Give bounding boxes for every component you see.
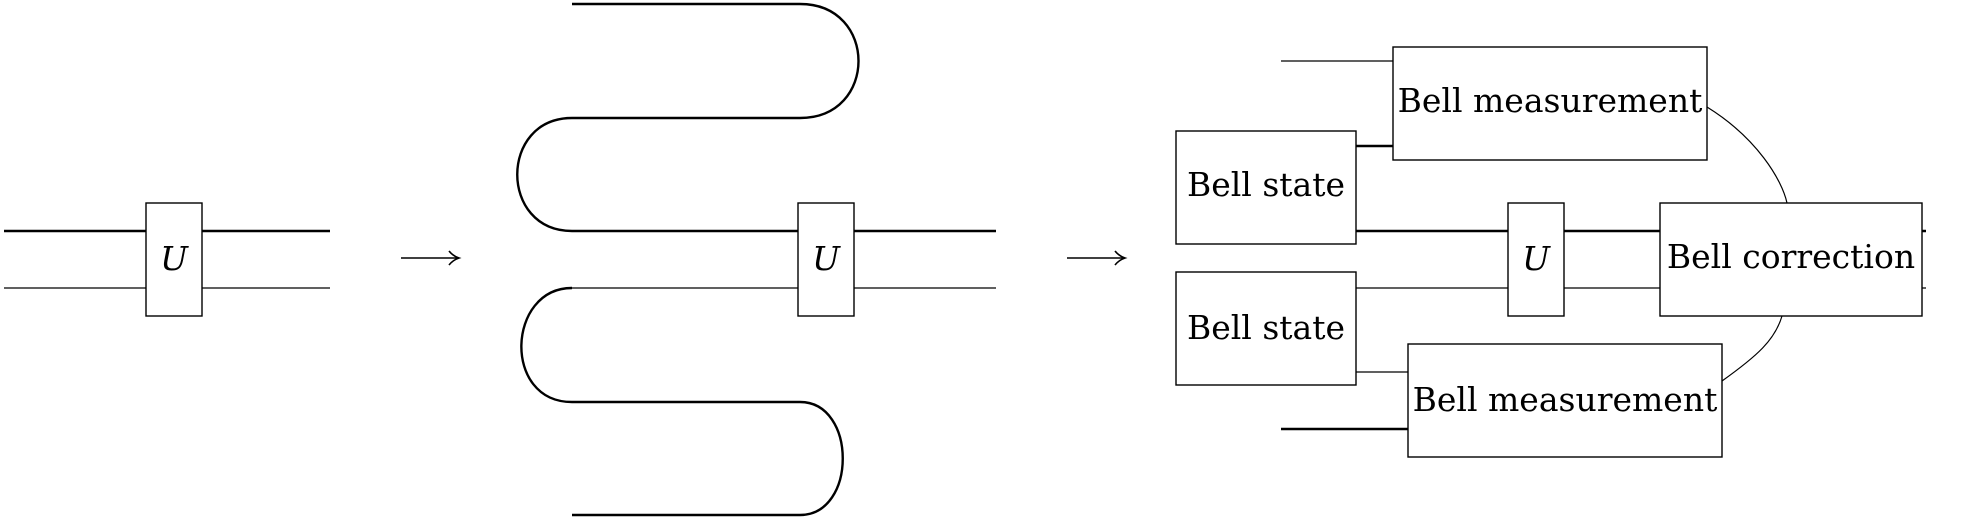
- panel-original-gate: U: [4, 202, 330, 317]
- bell-correction-box: [1659, 202, 1923, 317]
- bell-state-bottom-label: Bell state: [1187, 308, 1345, 347]
- bell-state-bottom-box: [1175, 271, 1357, 386]
- bell-state-top-label: Bell state: [1187, 165, 1345, 204]
- bell-measurement-top-box: [1392, 46, 1708, 161]
- bell-state-top-box: [1175, 130, 1357, 245]
- arrow-2: [1067, 250, 1128, 266]
- unitary-gate-label: U: [812, 239, 841, 278]
- bell-correction-label: Bell correction: [1667, 237, 1915, 276]
- unitary-gate-label: U: [160, 239, 189, 278]
- unitary-gate-box: [1507, 202, 1565, 317]
- panel-folded-wires: U: [516, 2, 996, 517]
- classical-link-top: [1706, 106, 1788, 204]
- bell-measurement-bottom-box: [1407, 343, 1723, 458]
- folded-wire-top: [516, 2, 996, 233]
- classical-link-bottom: [1721, 315, 1783, 382]
- unitary-gate-box: [145, 202, 203, 317]
- bell-measurement-bottom-label: Bell measurement: [1413, 380, 1718, 419]
- unitary-gate-box: [797, 202, 855, 317]
- folded-wire-bottom: [520, 286, 844, 517]
- arrow-1: [401, 250, 462, 266]
- panel-teleportation: Bell measurement Bell state U Bell corre…: [1175, 46, 1926, 458]
- bell-measurement-top-label: Bell measurement: [1398, 81, 1703, 120]
- unitary-gate-label: U: [1522, 239, 1551, 278]
